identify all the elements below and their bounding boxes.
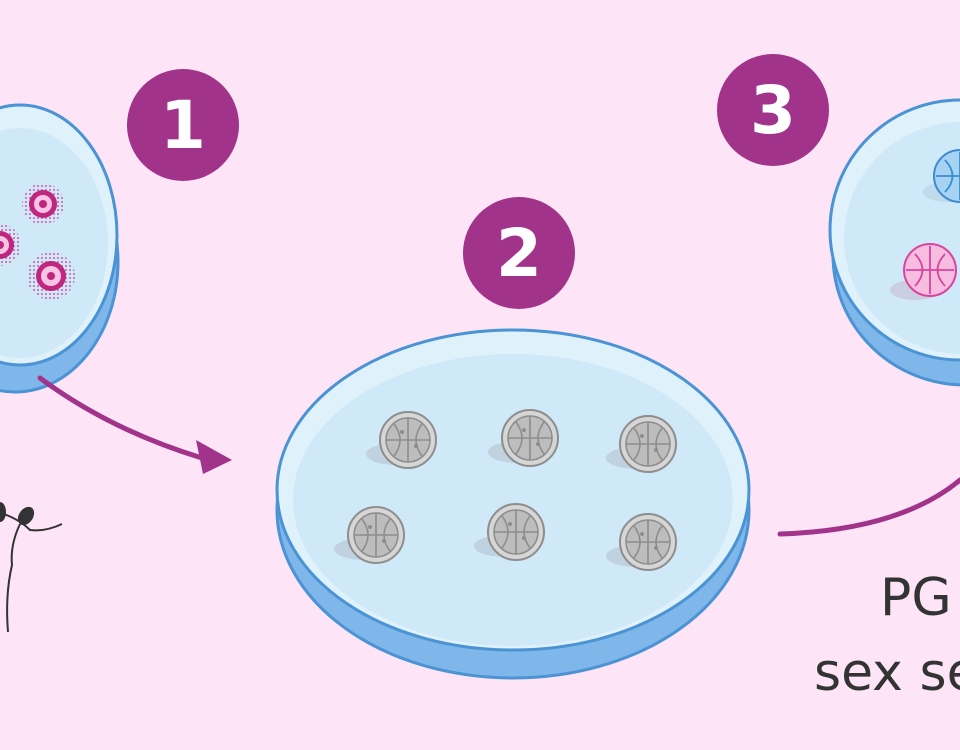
step-badge-3: 3 [717,54,829,166]
svg-text:3: 3 [750,72,796,149]
caption-line-2: sex se [814,643,960,703]
oocyte-icon [22,183,64,225]
oocyte-icon [27,252,75,300]
arrow-2-to-3 [777,477,960,537]
arrow-head-icon [196,440,232,474]
oocyte-icon [0,224,21,266]
embryo-pink-icon [890,243,957,300]
arrow-1-to-2 [37,375,232,474]
step-badge-1: 1 [127,69,239,181]
embryo-icon [488,409,559,467]
svg-text:1: 1 [160,87,206,164]
step-badge-2: 2 [463,197,575,309]
embryo-icon [334,506,405,564]
caption-line-1: PG [880,568,952,628]
embryo-group [334,409,677,571]
dish-1 [0,103,120,394]
embryo-icon [474,503,545,561]
sperm-icon [0,502,63,633]
oocytes [0,183,75,300]
dish-2 [275,328,751,680]
dish-3 [828,98,960,387]
embryo-icon [606,513,677,571]
svg-text:2: 2 [496,215,542,292]
embryo-icon [366,411,437,469]
embryo-icon [606,415,677,473]
embryo-blue-icon [923,149,960,203]
